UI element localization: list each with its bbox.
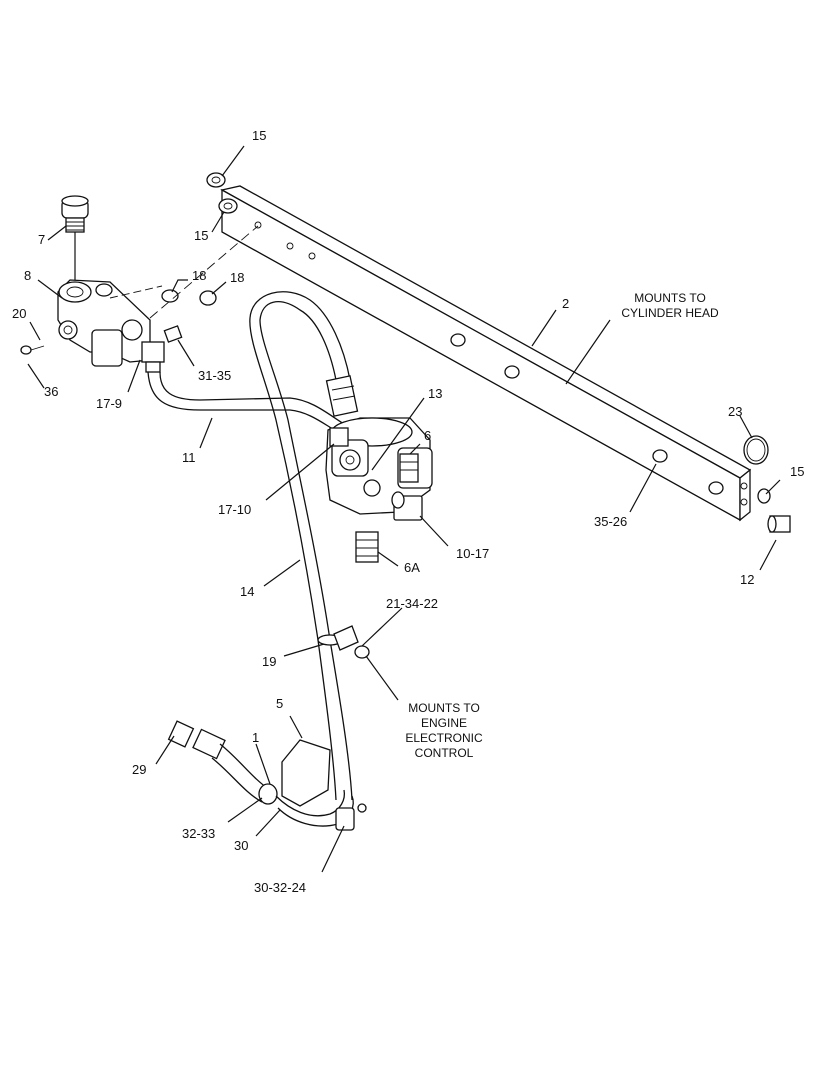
note-engine-control-line-2: ENGINE <box>421 716 467 730</box>
callout-35-26: 35-26 <box>594 514 627 529</box>
note-engine-control-line-3: ELECTRONIC <box>405 731 483 745</box>
washer-18-a <box>161 289 179 303</box>
callout-18-a: 18 <box>192 268 206 283</box>
plug-15-mid <box>218 198 238 214</box>
callout-6: 6 <box>424 428 431 443</box>
bracket-5 <box>281 739 331 807</box>
callout-21-34-22: 21-34-22 <box>386 596 438 611</box>
elbow-17-9 <box>141 341 165 373</box>
hose-29 <box>167 720 271 803</box>
valve-housing-8 <box>57 279 151 367</box>
adapter-6 <box>397 447 433 489</box>
callout-6a: 6A <box>404 560 420 575</box>
washer-18-b <box>199 290 217 306</box>
filter-base <box>325 417 431 515</box>
callout-5: 5 <box>276 696 283 711</box>
elbow-32-33 <box>258 783 278 805</box>
callout-30: 30 <box>234 838 248 853</box>
clamp-19 <box>317 625 370 659</box>
note-engine-control-line-4: CONTROL <box>415 746 474 760</box>
callout-8: 8 <box>24 268 31 283</box>
callout-19: 19 <box>262 654 276 669</box>
hose-11 <box>147 371 345 433</box>
callout-7: 7 <box>38 232 45 247</box>
plug-12 <box>767 515 791 533</box>
callout-1: 1 <box>252 730 259 745</box>
callout-15-right: 15 <box>790 464 804 479</box>
callout-30-32-24: 30-32-24 <box>254 880 306 895</box>
callout-12: 12 <box>740 572 754 587</box>
plug-7 <box>61 195 89 233</box>
callout-18-b: 18 <box>230 270 244 285</box>
callout-13: 13 <box>428 386 442 401</box>
fitting-31-35 <box>163 325 183 343</box>
note-cylinder-head-line-1: MOUNTS TO <box>634 291 706 305</box>
callout-17-9: 17-9 <box>96 396 122 411</box>
manifold-bar <box>220 185 752 522</box>
callout-10-17: 10-17 <box>456 546 489 561</box>
o-ring-23 <box>743 435 769 465</box>
fitting-30-32-24 <box>335 803 367 831</box>
fitting-6a <box>355 531 379 563</box>
callout-15-top: 15 <box>252 128 266 143</box>
callout-32-33: 32-33 <box>182 826 215 841</box>
callout-15-mid: 15 <box>194 228 208 243</box>
callout-31-35: 31-35 <box>198 368 231 383</box>
callout-23: 23 <box>728 404 742 419</box>
callout-2: 2 <box>562 296 569 311</box>
note-engine-control-line-1: MOUNTS TO <box>408 701 480 715</box>
note-cylinder-head: MOUNTS TO CYLINDER HEAD <box>621 291 719 320</box>
callout-29: 29 <box>132 762 146 777</box>
hose-end-fitting-top <box>325 375 359 417</box>
callout-14: 14 <box>240 584 254 599</box>
elbow-10-17 <box>391 491 423 521</box>
callout-36: 36 <box>44 384 58 399</box>
callouts: 15 15 15 7 8 18 18 20 36 31-35 17-9 11 1… <box>12 128 804 895</box>
note-engine-control: MOUNTS TO ENGINE ELECTRONIC CONTROL <box>405 701 483 760</box>
connector-17-10 <box>329 427 349 447</box>
callout-11: 11 <box>182 450 196 465</box>
hose-14 <box>249 291 353 801</box>
callout-20: 20 <box>12 306 26 321</box>
callout-17-10: 17-10 <box>218 502 251 517</box>
leader-lines <box>27 145 781 873</box>
plug-15-top <box>206 172 226 188</box>
note-cylinder-head-line-2: CYLINDER HEAD <box>621 306 719 320</box>
bolt-36 <box>20 345 45 355</box>
